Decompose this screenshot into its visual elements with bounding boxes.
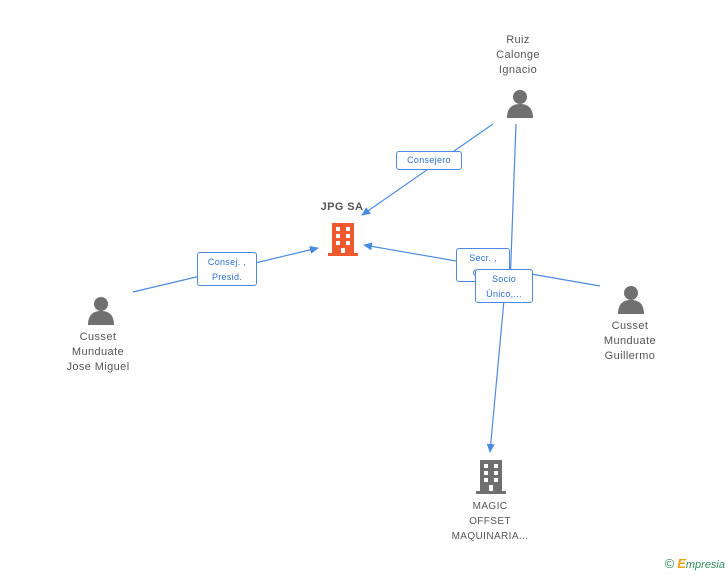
edge-ruiz-to-magic-a (509, 123, 517, 287)
node-magic-line-2: OFFSET (469, 516, 511, 527)
node-cusset-g-line-2: Munduate (603, 335, 657, 347)
edge-label-socio-line-2: Único,... (486, 289, 522, 299)
node-cusset-jm-label: Cusset Munduate Jose Miguel (48, 330, 148, 375)
node-cusset-g-label: Cusset Munduate Guillermo (584, 319, 676, 364)
building-icon[interactable] (327, 222, 359, 256)
node-ruiz-line-2: Calonge (496, 49, 540, 61)
edge-label-consejero-text: Consejero (407, 155, 451, 165)
building-icon[interactable] (475, 459, 507, 494)
node-magic-line-1: MAGIC (472, 501, 508, 512)
edge-label-consej-presid-line-1: Consej. , (207, 257, 247, 267)
node-jpg-label: JPG SA (300, 200, 384, 215)
edge-ruiz-to-magic-b (486, 299, 505, 453)
node-ruiz-line-3: Ignacio (498, 64, 538, 76)
empresia-logo[interactable]: ©Empresia (665, 556, 725, 571)
node-cusset-g-line-1: Cusset (611, 320, 649, 332)
edge-label-socio-line-1: Socio (491, 274, 516, 284)
person-icon[interactable] (87, 296, 115, 326)
node-jpg-line-1: JPG SA (320, 201, 364, 213)
edge-label-consej-presid[interactable]: Consej. , Presid. (197, 252, 257, 286)
node-ruiz-line-1: Ruiz (506, 34, 530, 46)
person-icon[interactable] (617, 285, 645, 315)
brand-name: mpresia (685, 559, 725, 571)
node-cusset-jm-line-3: Jose Miguel (66, 361, 130, 373)
person-icon[interactable] (506, 89, 534, 119)
copyright-symbol: © (664, 556, 675, 571)
edge-label-consej-presid-line-2: Presid. (211, 272, 243, 282)
node-cusset-jm-line-2: Munduate (71, 346, 125, 358)
brand-initial: E (677, 556, 686, 571)
node-ruiz-label: Ruiz Calonge Ignacio (478, 33, 558, 78)
node-cusset-jm-line-1: Cusset (79, 331, 117, 343)
node-cusset-g-line-3: Guillermo (604, 350, 656, 362)
node-magic-line-3: MAQUINARIA... (451, 531, 529, 542)
node-magic-label: MAGIC OFFSET MAQUINARIA... (440, 499, 540, 544)
edge-label-socio[interactable]: Socio Único,... (475, 269, 533, 303)
edge-label-consejero[interactable]: Consejero (396, 151, 462, 170)
edge-label-secr-line-1: Secr. , (469, 253, 497, 263)
